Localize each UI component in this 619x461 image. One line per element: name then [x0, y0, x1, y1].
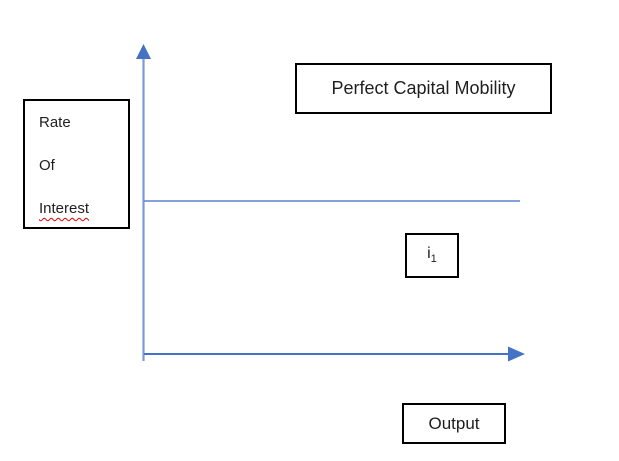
interest-level-base: i: [427, 245, 431, 263]
interest-level-label-box: i1: [405, 233, 459, 278]
y-axis-label-word-of: Of: [39, 157, 55, 174]
x-axis-label-text: Output: [428, 413, 480, 433]
title-box: Perfect Capital Mobility: [295, 63, 552, 114]
y-axis-label-word-rate: Rate: [39, 114, 71, 131]
y-axis-label-word-interest: Interest: [39, 187, 128, 230]
y-axis-label-box: Rate Of Interest: [23, 99, 130, 229]
y-axis-arrowhead-icon: [136, 44, 151, 59]
misspelled-word: Interest: [39, 200, 90, 217]
interest-level-text: i1: [427, 245, 437, 265]
title-text: Perfect Capital Mobility: [331, 78, 516, 98]
interest-level-subscript: 1: [430, 253, 437, 266]
x-axis-arrowhead-icon: [508, 346, 525, 362]
x-axis-label-box: Output: [402, 403, 506, 444]
